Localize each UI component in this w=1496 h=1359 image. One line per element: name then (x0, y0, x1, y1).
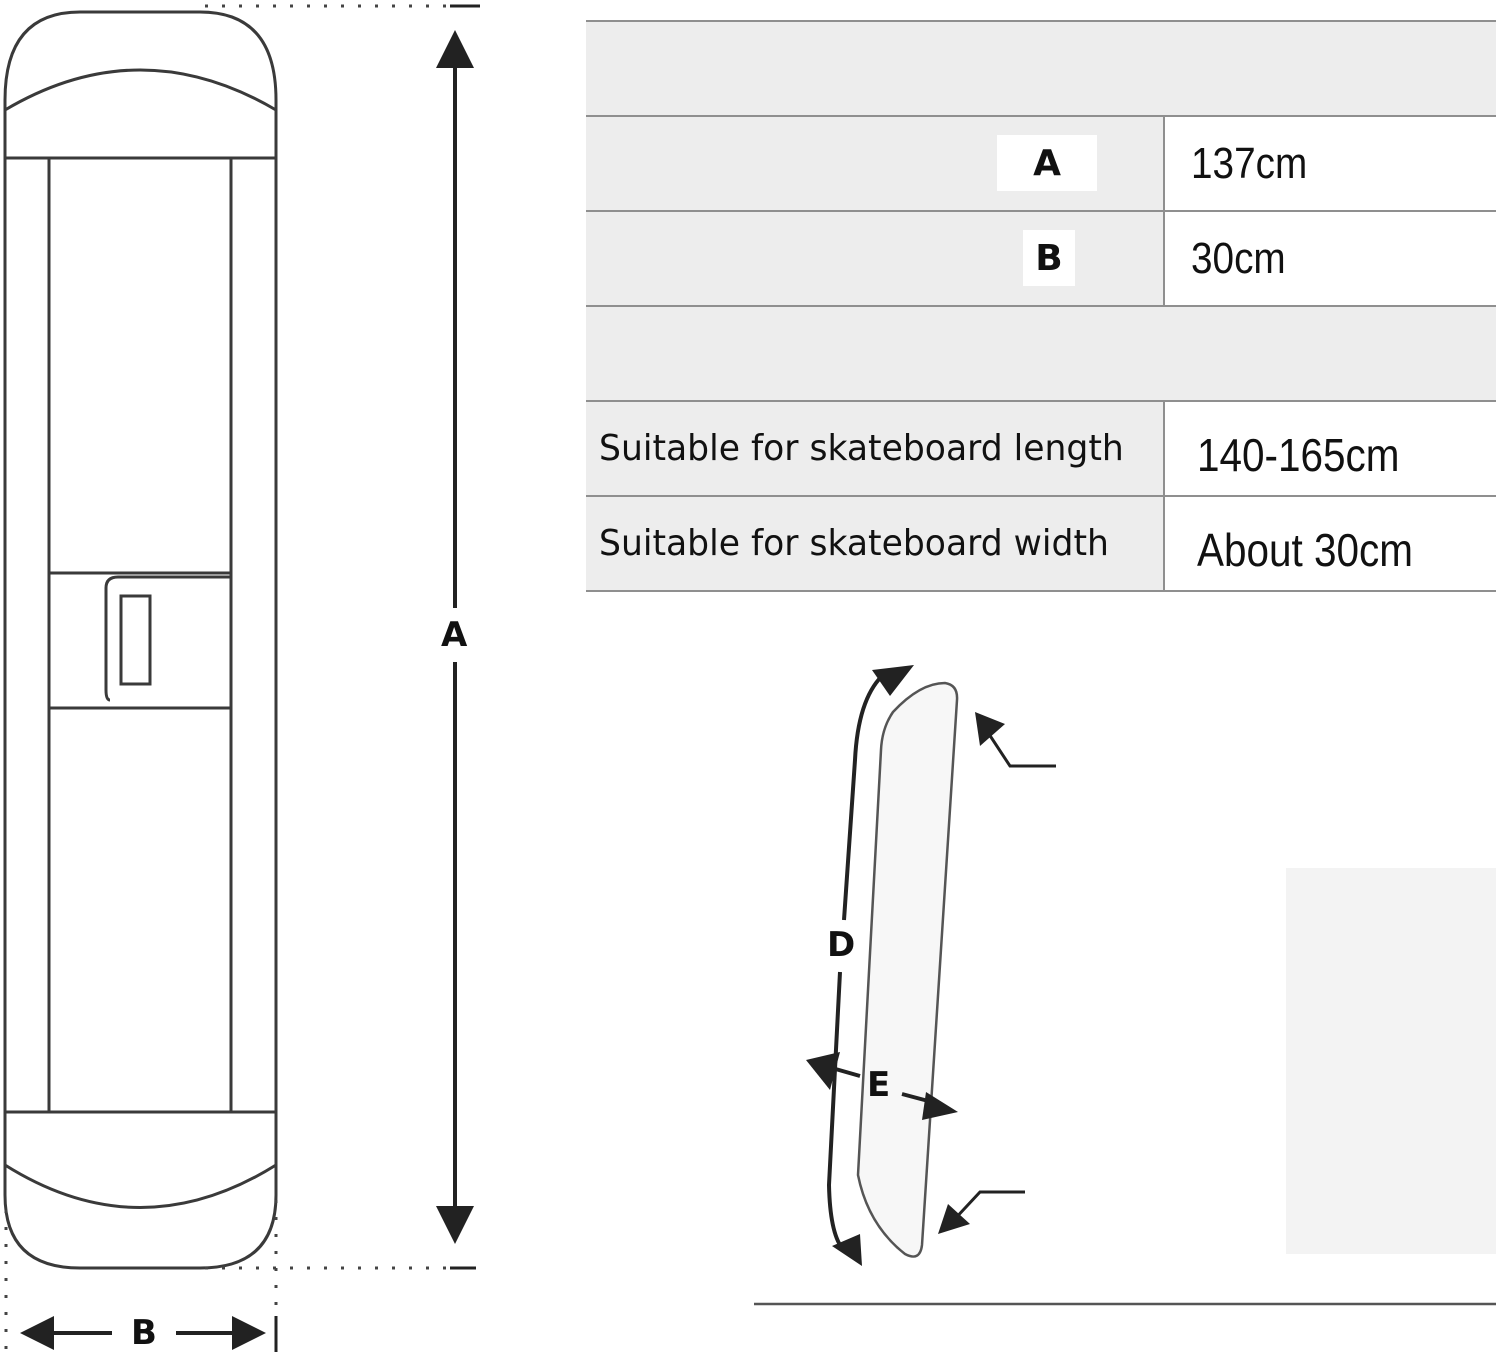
label-a: A (441, 615, 468, 655)
table-row-blank-top (586, 20, 1496, 115)
pointer-arrows (938, 712, 1056, 1234)
label-length: Suitable for skateboard length (599, 428, 1124, 469)
table-row-width: Suitable for skateboard width About 30cm (586, 495, 1496, 592)
placeholder-panel (1286, 868, 1496, 1254)
dimension-a-arrow (436, 30, 474, 1244)
label-width: Suitable for skateboard width (599, 523, 1109, 564)
dimension-e-arrow (806, 1052, 958, 1120)
key-b: B (1023, 230, 1075, 286)
label-e: E (867, 1065, 891, 1105)
table-row-blank-mid (586, 305, 1496, 400)
skateboard-outline (856, 681, 959, 1258)
dimension-guides (4, 4, 450, 1350)
label-d: D (827, 925, 856, 965)
value-b: 30cm (1191, 234, 1286, 283)
bag-outline (3, 10, 278, 1270)
label-b: B (131, 1313, 157, 1353)
value-a: 137cm (1191, 139, 1308, 188)
spec-table: A 137cm B 30cm Suitable for skateboard l… (586, 20, 1496, 592)
table-row-length: Suitable for skateboard length 140-165cm (586, 400, 1496, 495)
value-width: About 30cm (1197, 524, 1414, 576)
table-row-a: A 137cm (586, 115, 1496, 210)
key-a: A (997, 135, 1097, 191)
value-length: 140-165cm (1197, 429, 1400, 481)
dimension-b-arrow (20, 1316, 266, 1350)
table-row-b: B 30cm (586, 210, 1496, 305)
guide-ticks (274, 4, 480, 1352)
